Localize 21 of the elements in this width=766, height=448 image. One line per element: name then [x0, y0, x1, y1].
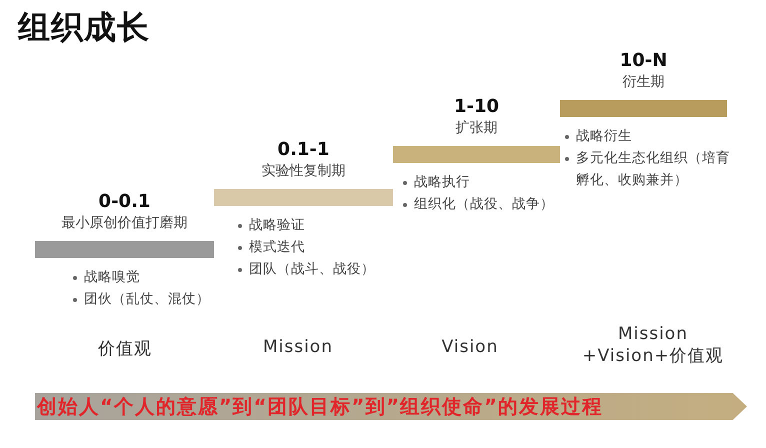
stage-name: 衍生期 — [622, 73, 664, 91]
stage-range: 10-N — [620, 50, 668, 71]
bullet-text: 团队（战斗、战役） — [236, 258, 411, 280]
diagram-title: 组织成长 — [18, 7, 150, 48]
bullet-text: 战略验证 — [236, 214, 411, 236]
bullet-text: 团伙（乱仗、混仗） — [71, 288, 241, 310]
stage-name: 扩张期 — [456, 119, 498, 137]
bullet-text: 多元化生态化组织（培育孵化、收购兼并） — [563, 147, 735, 191]
arrow-text: 创始人“个人的意愿”到“团队目标”到”组织使命”的发展过程 — [36, 394, 603, 420]
stage-name: 最小原创价值打磨期 — [62, 214, 188, 232]
bullet-text: 组织化（战役、战争） — [401, 193, 566, 215]
column-label: Vision — [440, 337, 500, 357]
column-label: 价值观 — [97, 338, 153, 360]
stage-range: 0.1-1 — [278, 139, 330, 160]
column-label: Mission — [262, 337, 334, 357]
column-label: Mission +Vision+价值观 — [581, 324, 725, 367]
bullet-text: 模式迭代 — [236, 236, 411, 258]
stage-range: 1-10 — [454, 96, 500, 117]
stage-range: 0-0.1 — [98, 191, 150, 212]
bullet-text: 战略衍生 — [563, 125, 735, 147]
stage-name: 实验性复制期 — [262, 162, 346, 180]
